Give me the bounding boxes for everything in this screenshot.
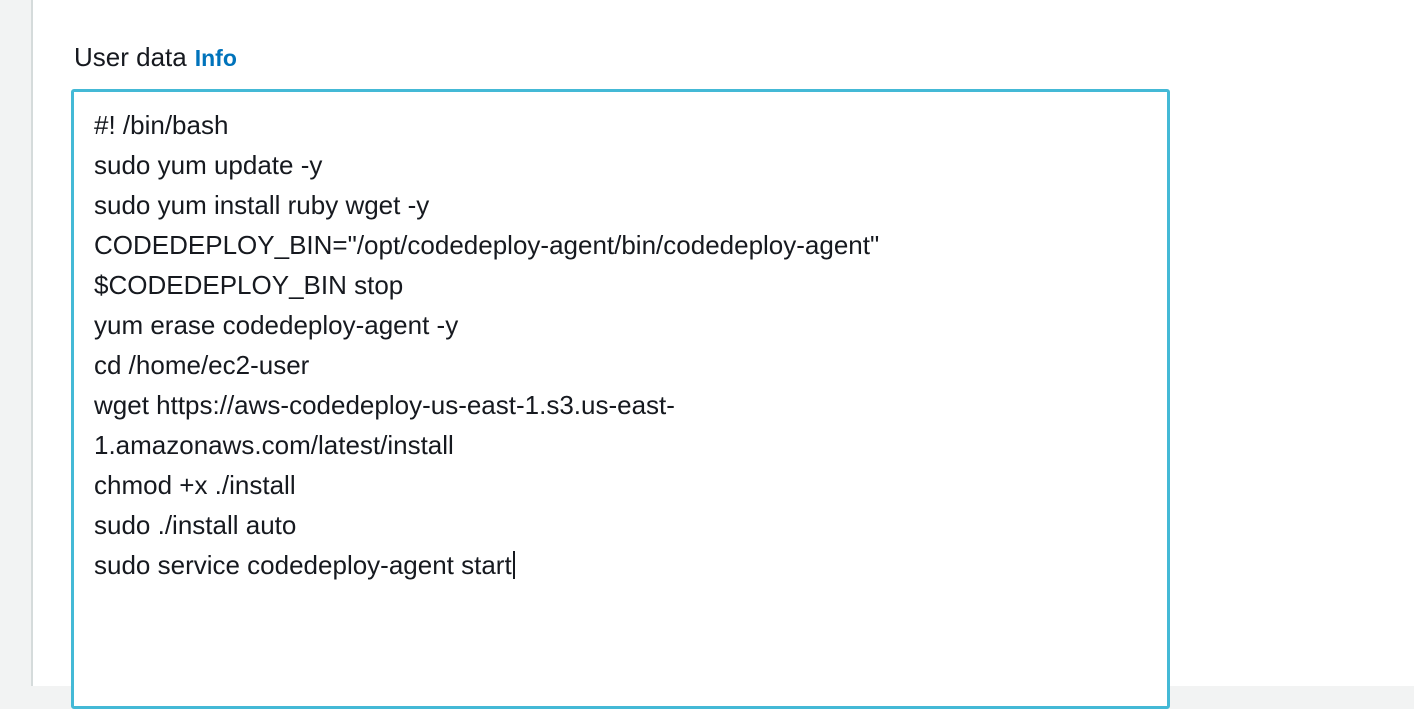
code-line-2: sudo yum update -y xyxy=(94,150,323,180)
code-line-8: wget https://aws-codedeploy-us-east-1.s3… xyxy=(94,390,675,420)
text-caret xyxy=(512,551,515,579)
code-line-12: sudo service codedeploy-agent start xyxy=(94,545,1147,585)
left-rail xyxy=(0,0,31,686)
code-line-1: #! /bin/bash xyxy=(94,110,229,140)
code-line-7: cd /home/ec2-user xyxy=(94,350,310,380)
code-line-9: 1.amazonaws.com/latest/install xyxy=(94,430,454,460)
code-line-11: sudo ./install auto xyxy=(94,510,297,540)
info-link[interactable]: Info xyxy=(194,45,237,71)
user-data-textarea[interactable]: #! /bin/bash sudo yum update -y sudo yum… xyxy=(71,89,1170,709)
user-data-panel: User data Info #! /bin/bash sudo yum upd… xyxy=(31,0,1414,709)
code-line-3: sudo yum install ruby wget -y xyxy=(94,190,430,220)
code-line-4: CODEDEPLOY_BIN="/opt/codedeploy-agent/bi… xyxy=(94,230,880,260)
code-line-6: yum erase codedeploy-agent -y xyxy=(94,310,459,340)
user-data-label: User data Info xyxy=(74,42,237,76)
code-line-12-text: sudo service codedeploy-agent start xyxy=(94,550,512,580)
field-label-text: User data xyxy=(74,42,187,72)
code-line-5: $CODEDEPLOY_BIN stop xyxy=(94,270,404,300)
code-line-10: chmod +x ./install xyxy=(94,470,296,500)
